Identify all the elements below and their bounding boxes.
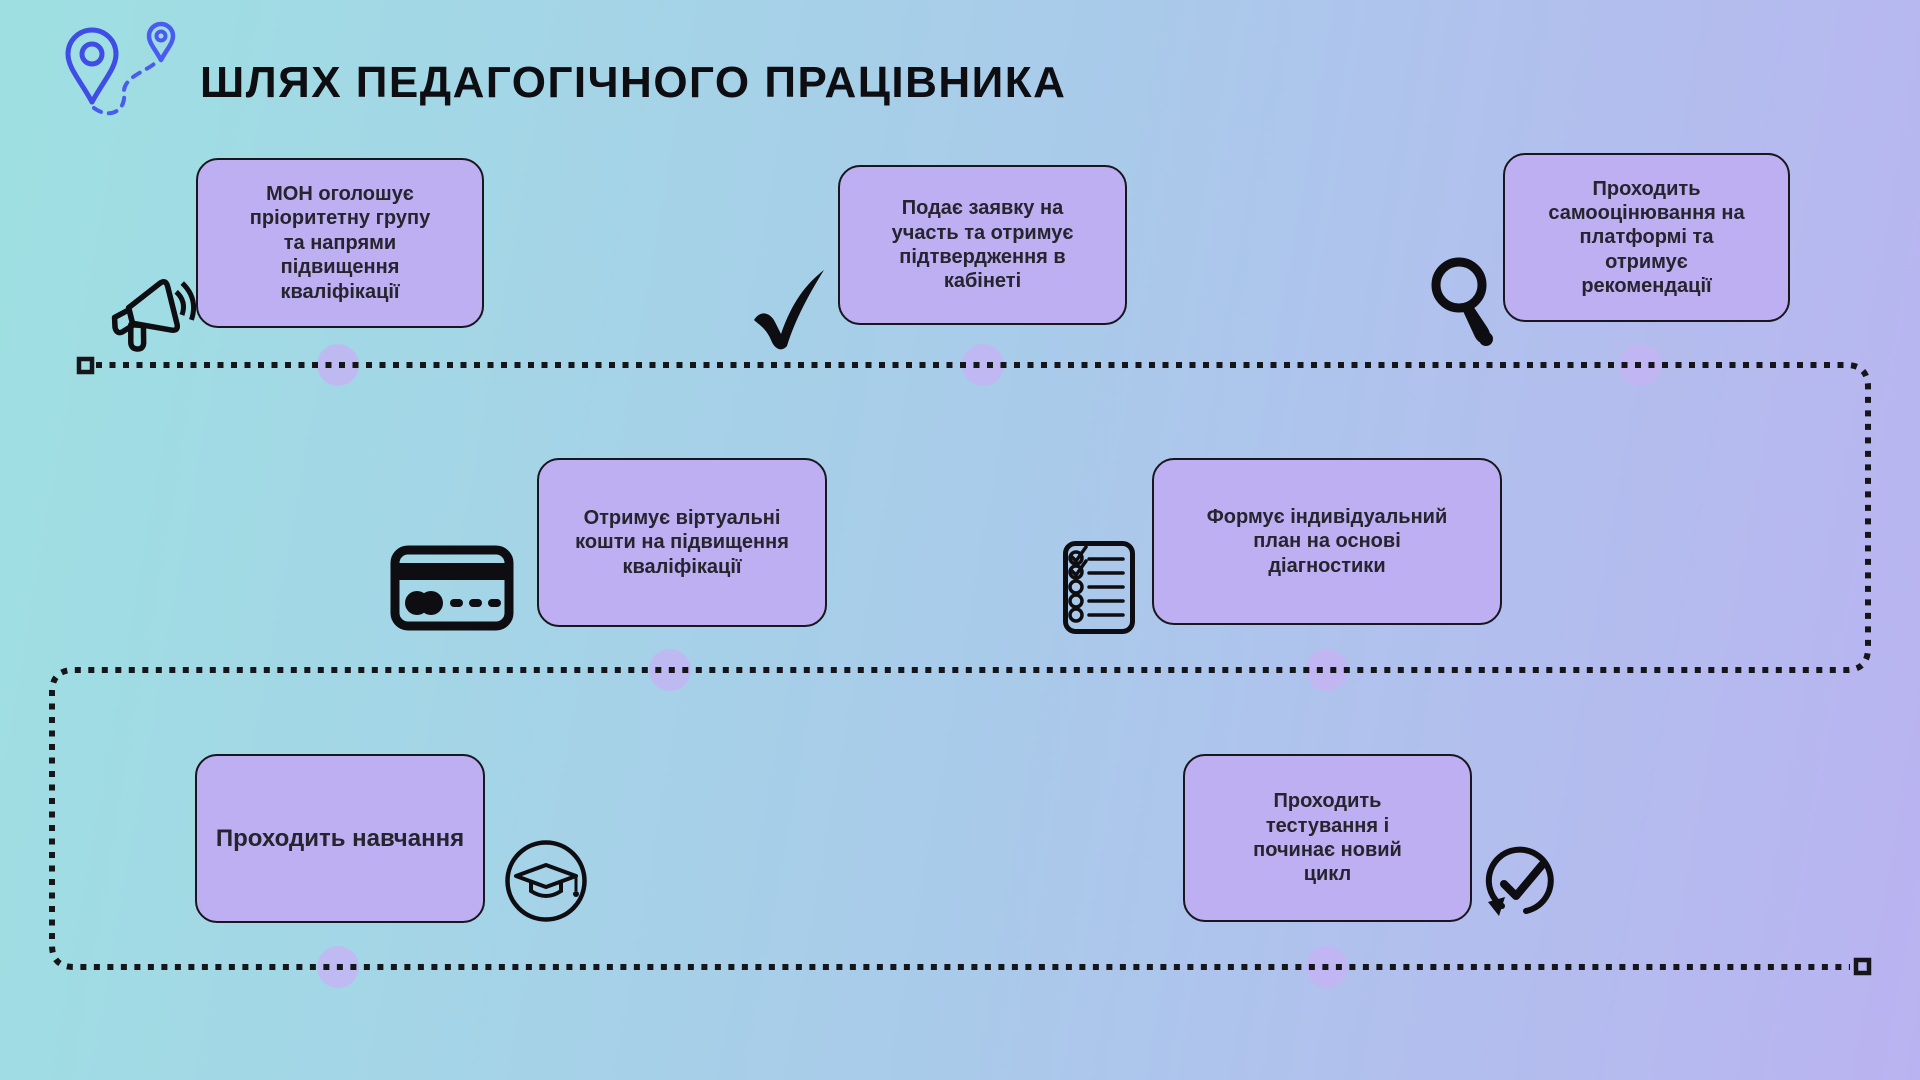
page-title: ШЛЯХ ПЕДАГОГІЧНОГО ПРАЦІВНИКА: [200, 58, 1067, 107]
cycle-check-icon: [1482, 842, 1560, 920]
step-card-training: Проходить навчання: [195, 754, 485, 923]
step-card-virtual-funds: Отримує віртуальні кошти на підвищення к…: [537, 458, 827, 627]
step-card-self-assessment: Проходить самооцінювання на платформі та…: [1503, 153, 1790, 322]
credit-card-icon: [390, 544, 514, 632]
route-pins-logo-icon: [58, 20, 176, 122]
megaphone-icon: [100, 274, 198, 356]
step-card-individual-plan: Формує індивідуальний план на основі діа…: [1152, 458, 1502, 625]
route-start-marker: [76, 356, 95, 375]
step-card-testing-cycle: Проходить тестування і починає новий цик…: [1183, 754, 1472, 922]
checklist-icon: [1062, 540, 1136, 635]
checkmark-icon: [748, 266, 828, 350]
magnifier-icon: [1428, 256, 1500, 354]
step-card-apply: Подає заявку на участь та отримує підтве…: [838, 165, 1127, 325]
step-card-announce: МОН оголошує пріоритетну групу та напрям…: [196, 158, 484, 328]
route-end-marker: [1853, 957, 1872, 976]
graduation-cap-icon: [504, 839, 588, 923]
